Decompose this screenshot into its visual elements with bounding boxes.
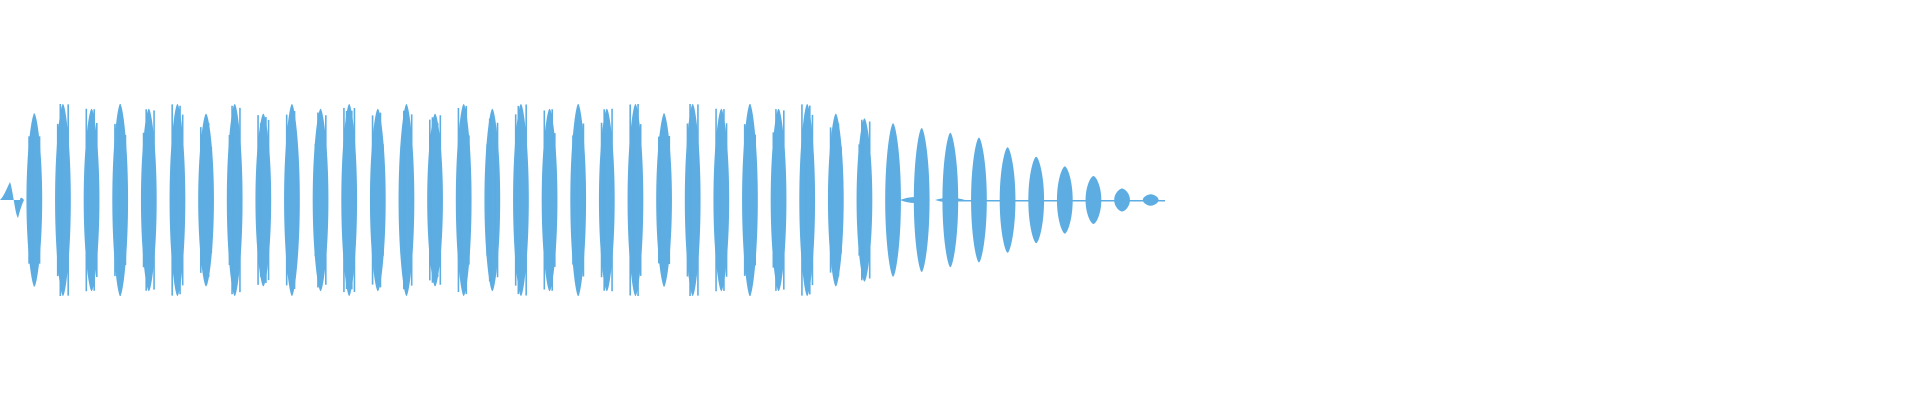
waveform-tail xyxy=(900,197,1165,203)
waveform-burst xyxy=(885,123,901,277)
waveform-leadin xyxy=(0,182,24,218)
waveform-bursts xyxy=(0,104,1165,296)
